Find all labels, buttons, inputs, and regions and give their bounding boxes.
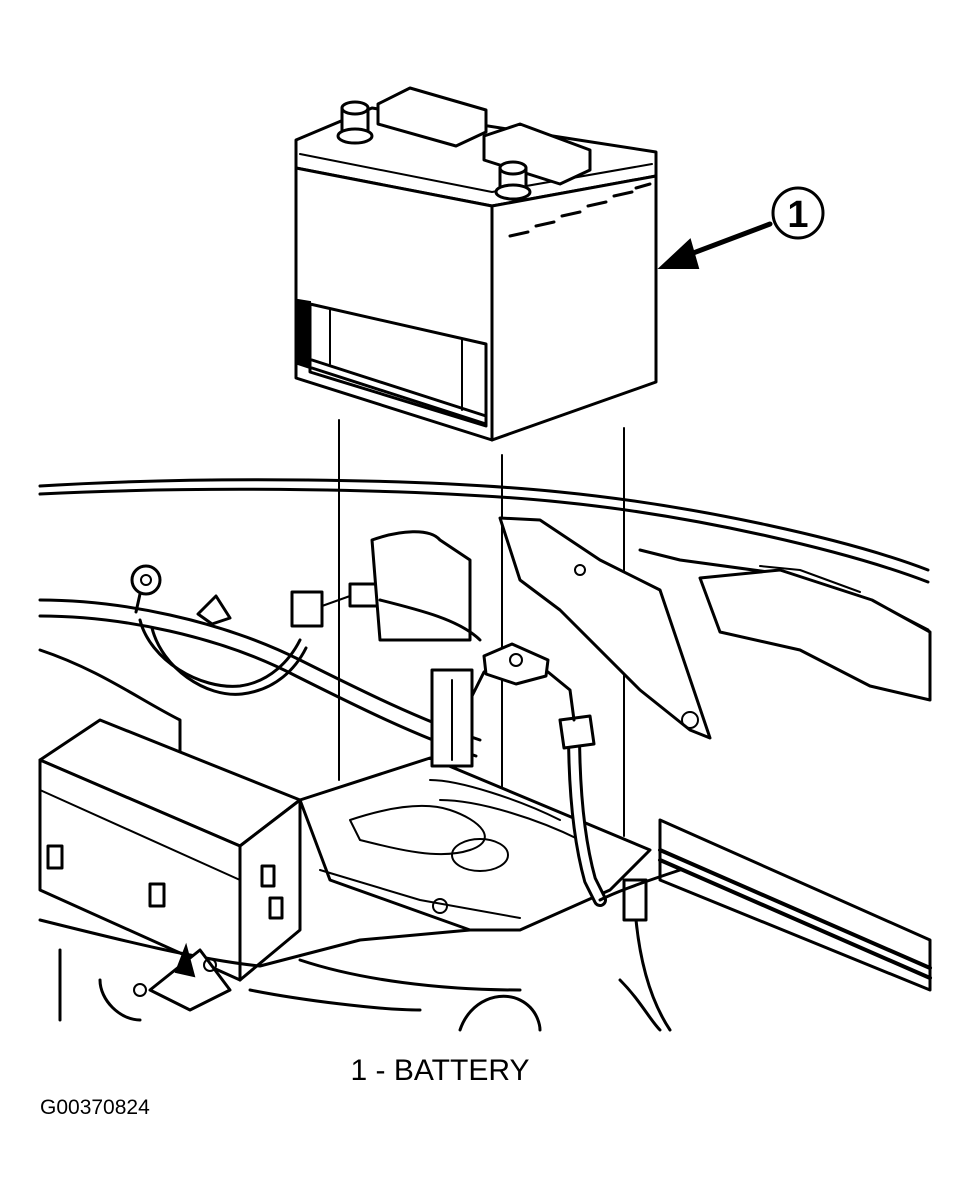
battery-tray [298, 756, 652, 932]
battery-vent-dashes [508, 182, 652, 238]
battery-cell-cover-right [482, 122, 592, 186]
battery-cell-cover-left [376, 86, 488, 148]
battery-terminal-positive [336, 100, 374, 145]
callout-arrow [657, 221, 773, 269]
power-distribution-center [38, 718, 302, 982]
engine-compartment [38, 478, 932, 1032]
cable-clamp [482, 642, 550, 686]
callout-number: 1 [787, 194, 808, 236]
battery-terminal-negative [494, 160, 532, 201]
figure-id: G00370824 [40, 1096, 150, 1119]
figure-caption: 1 - BATTERY [350, 1054, 530, 1087]
battery-support-bracket [498, 516, 712, 740]
callout-1: 1 [771, 186, 825, 240]
ring-terminal [130, 564, 162, 596]
battery [294, 86, 658, 442]
